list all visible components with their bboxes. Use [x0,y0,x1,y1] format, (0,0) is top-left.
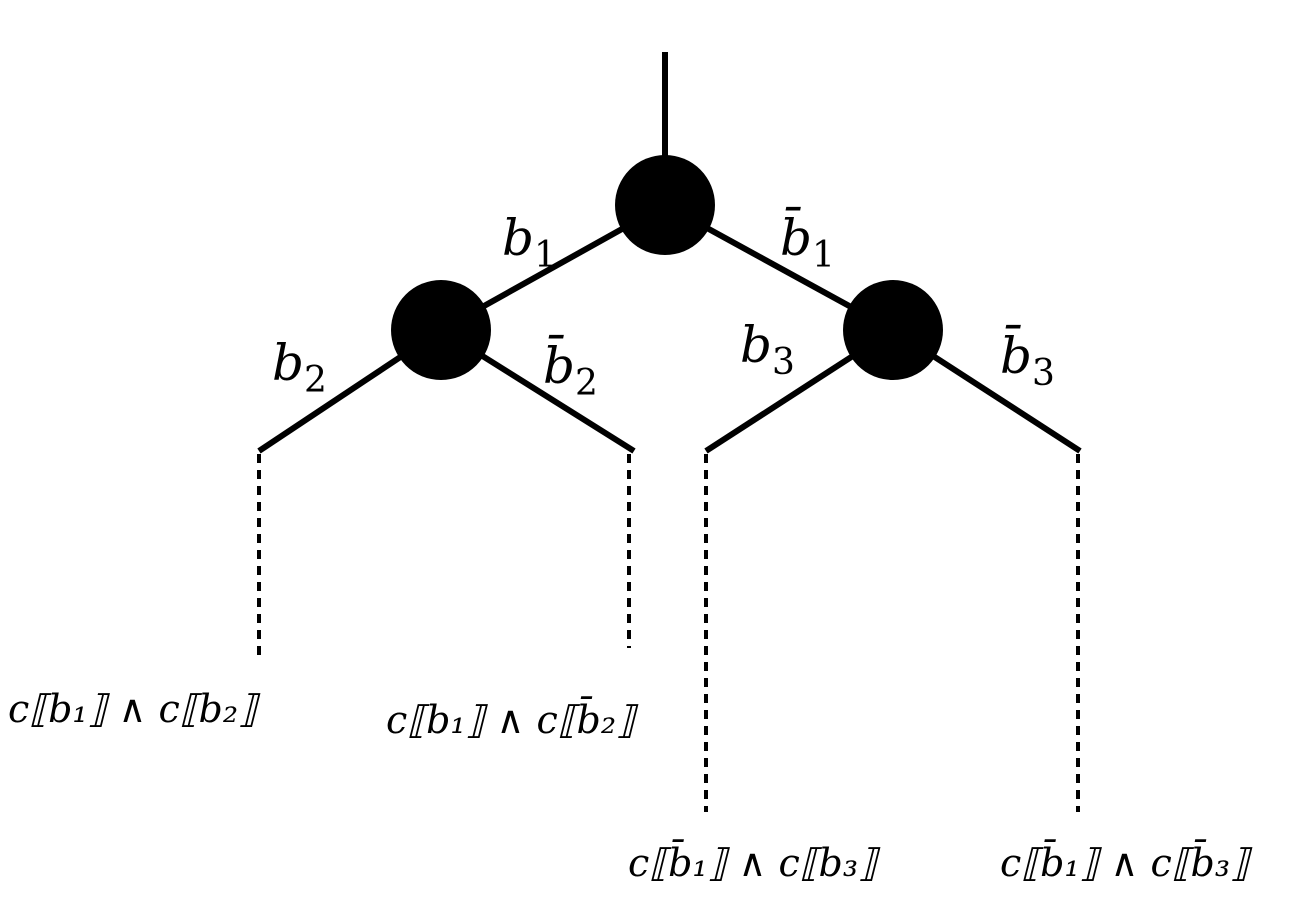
label-left-left: b2 [272,334,327,401]
label-right-left: b3 [740,316,795,383]
right-node [843,280,943,380]
label-root-right: b̄1 [780,206,835,276]
left-node [391,280,491,380]
root-node [615,155,715,255]
leaf-label-2: c⟦b₁⟧ ∧ c⟦b̄₂⟧ [386,697,639,742]
label-left-right: b̄2 [543,334,598,404]
leaf-label-4: c⟦b̄₁⟧ ∧ c⟦b̄₃⟧ [1000,840,1253,885]
leaf-label-3: c⟦b̄₁⟧ ∧ c⟦b₃⟧ [628,840,881,885]
leaf-label-1: c⟦b₁⟧ ∧ c⟦b₂⟧ [8,687,261,731]
label-right-right: b̄3 [1000,324,1055,394]
label-root-left: b1 [502,209,557,276]
